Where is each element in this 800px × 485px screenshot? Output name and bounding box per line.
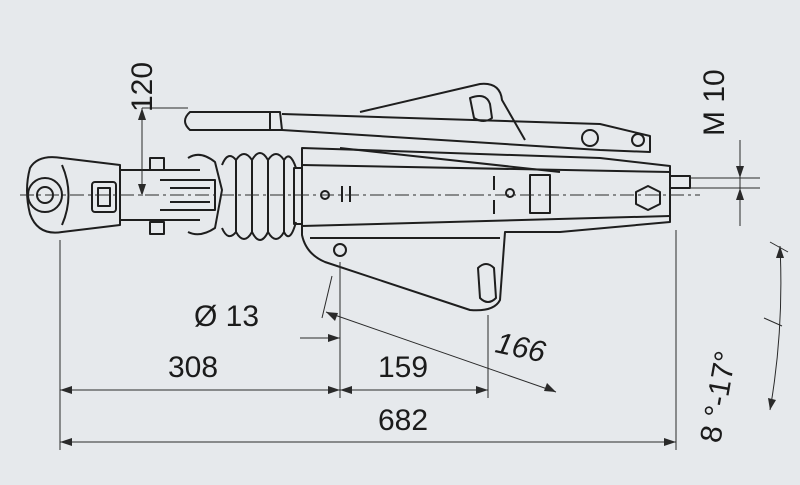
label-m10: M 10	[698, 69, 731, 136]
dim-line-166	[325, 311, 557, 393]
arrow-angle-top	[776, 246, 784, 258]
angle-tick-1	[769, 241, 789, 253]
label-166: 166	[493, 327, 549, 370]
angle-tick-2	[763, 317, 783, 327]
arrow-m10-bottom	[736, 188, 744, 200]
label-682: 682	[378, 404, 428, 437]
label-diameter-13: Ø 13	[194, 300, 259, 333]
arrow-308-left	[60, 386, 72, 394]
label-159: 159	[378, 351, 428, 384]
arrowheads	[60, 108, 784, 446]
coupling-outline	[26, 82, 691, 312]
arrow-308-right	[328, 386, 340, 394]
arrow-682-left	[60, 438, 72, 446]
arrow-120-top	[138, 108, 146, 120]
arrow-angle-bottom	[768, 398, 776, 410]
drawbar-housing	[301, 147, 691, 312]
arrow-m10-top	[736, 166, 744, 178]
label-120: 120	[126, 62, 159, 112]
arrow-diameter	[328, 334, 340, 342]
arrow-159-right	[476, 386, 488, 394]
angle-arc	[769, 245, 782, 411]
handbrake-lever	[184, 82, 651, 173]
label-308: 308	[168, 351, 218, 384]
arrow-166-right	[544, 383, 556, 392]
arrow-120-bottom	[138, 184, 146, 196]
extension-line-166	[321, 275, 333, 319]
bellows	[221, 152, 303, 241]
label-angle-range: 8 °-17°	[694, 349, 743, 446]
arrow-682-right	[664, 438, 676, 446]
dimension-lines	[20, 107, 789, 450]
arrow-159-left	[340, 386, 352, 394]
arrow-166-left	[326, 312, 338, 321]
